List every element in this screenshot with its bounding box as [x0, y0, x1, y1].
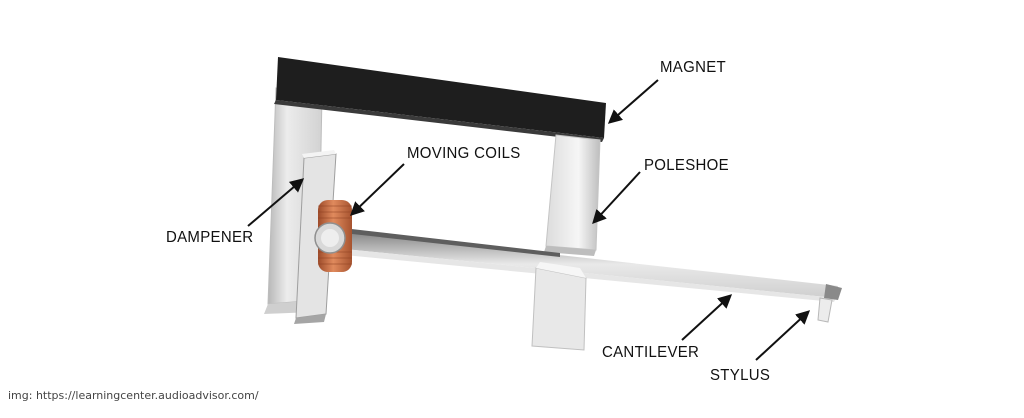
cantilever-arrow	[681, 294, 733, 341]
armature	[334, 227, 560, 257]
cantilever	[334, 230, 842, 302]
magnet-label: MAGNET	[660, 58, 726, 77]
poleshoe	[544, 134, 601, 256]
lower-pole	[531, 262, 587, 351]
moving-coils-label: MOVING COILS	[407, 144, 521, 163]
cantilever-label: CANTILEVER	[602, 343, 700, 362]
arrows	[247, 79, 811, 361]
dampener-label: DAMPENER	[166, 228, 254, 247]
image-credit: img: https://learningcenter.audioadvisor…	[8, 389, 259, 402]
stylus-label: STYLUS	[710, 366, 771, 385]
magnet-arrow	[607, 79, 659, 124]
moving-coils-arrow	[349, 163, 405, 216]
moving-coils	[314, 200, 352, 272]
stylus-tip	[817, 297, 833, 323]
poleshoe-arrow	[592, 171, 641, 225]
stylus-arrow	[755, 310, 811, 361]
poleshoe-label: POLESHOE	[644, 156, 729, 175]
dampener-arrow	[247, 178, 305, 227]
magnet-bar	[274, 57, 606, 142]
